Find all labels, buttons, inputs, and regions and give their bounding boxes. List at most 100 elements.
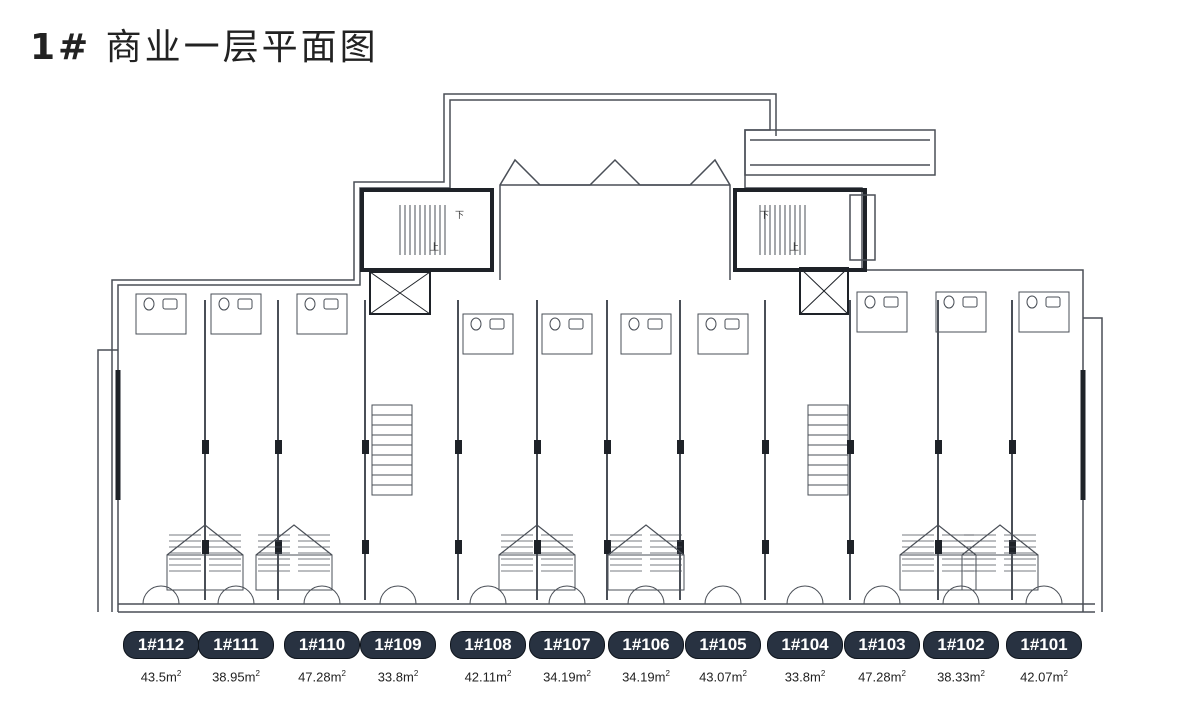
unit-id-badge: 1#103	[844, 631, 920, 659]
sink-icon	[162, 298, 178, 310]
toilet-icon	[705, 317, 717, 331]
door-swing	[142, 585, 162, 605]
unit-area: 43.5m2	[121, 669, 201, 684]
right-core-down-label: 下	[760, 211, 769, 221]
unit-area-superscript: 2	[176, 669, 182, 678]
central-lobby	[499, 158, 731, 280]
toilet-room	[462, 313, 514, 355]
structural-column	[762, 540, 769, 554]
unit-area-superscript: 2	[665, 669, 670, 678]
unit-area-superscript: 2	[341, 669, 346, 678]
structural-column	[455, 540, 462, 554]
door-swing	[566, 585, 586, 605]
door-swing	[645, 585, 665, 605]
unit-area: 42.11m2	[448, 669, 528, 684]
structural-column	[1009, 440, 1016, 454]
left-core-up-label: 上	[430, 242, 439, 253]
unit-id-badge: 1#109	[360, 631, 436, 659]
unit-area: 34.19m2	[527, 669, 607, 684]
unit-area: 43.07m2	[683, 669, 763, 684]
unit-area: 42.07m2	[1004, 669, 1084, 684]
structural-column	[847, 540, 854, 554]
door-swing	[960, 585, 980, 605]
door-swing	[469, 585, 489, 605]
door-swing	[627, 585, 647, 605]
structural-column	[534, 440, 541, 454]
door-swing	[722, 585, 742, 605]
door-swing	[321, 585, 341, 605]
unit-id-badge: 1#105	[685, 631, 761, 659]
door-swing	[397, 585, 417, 605]
stair-outline	[607, 524, 685, 556]
toilet-room	[296, 293, 348, 335]
sink-icon	[237, 298, 253, 310]
door-swing	[303, 585, 323, 605]
unit-area: 33.8m2	[765, 669, 845, 684]
stair-landing	[607, 554, 685, 591]
stair-core-left	[360, 188, 494, 315]
right-core-up-label: 上	[790, 242, 799, 253]
unit-area: 38.95m2	[196, 669, 276, 684]
unit-id-badge: 1#104	[767, 631, 843, 659]
unit-area-superscript: 2	[901, 669, 906, 678]
unit-layer	[115, 291, 1086, 605]
toilet-icon	[218, 297, 230, 311]
door-swing	[942, 585, 962, 605]
unit-id-badge: 1#102	[923, 631, 999, 659]
structural-column	[202, 540, 209, 554]
unit-104-stair	[807, 404, 849, 496]
unit-area-superscript: 2	[413, 669, 419, 678]
unit-id-badge: 1#110	[284, 631, 360, 659]
unit-label: 1#111 38.95m2	[196, 631, 276, 684]
toilet-room	[1018, 291, 1070, 333]
left-core-down-label: 下	[455, 211, 464, 221]
stair-outline	[961, 524, 1039, 556]
structural-column	[847, 440, 854, 454]
toilet-icon	[864, 295, 876, 309]
structural-column	[935, 440, 942, 454]
toilet-room	[620, 313, 672, 355]
sink-icon	[883, 296, 899, 308]
unit-area-superscript: 2	[1063, 669, 1068, 678]
unit-label: 1#112 43.5m2	[121, 631, 201, 684]
unit-area-superscript: 2	[506, 669, 512, 678]
unit-label: 1#104 33.8m2	[765, 631, 845, 684]
unit-area-value: 33.8m	[784, 669, 821, 685]
door-swing	[160, 585, 180, 605]
unit-id-badge: 1#111	[198, 631, 274, 659]
door-swing	[379, 585, 399, 605]
unit-area-superscript: 2	[255, 669, 260, 678]
unit-area-superscript: 2	[980, 669, 985, 678]
toilet-room	[210, 293, 262, 335]
toilet-room	[135, 293, 187, 335]
door-swing	[217, 585, 237, 605]
door-swing	[863, 585, 883, 605]
stair-landing	[498, 554, 576, 591]
unit-area-value: 34.19m	[622, 669, 666, 685]
structural-column	[677, 440, 684, 454]
unit-id-badge: 1#101	[1006, 631, 1082, 659]
title-number: 1#	[30, 27, 92, 68]
unit-area-value: 42.11m	[464, 669, 507, 685]
unit-area-value: 38.95m	[212, 669, 256, 685]
door-swing	[487, 585, 507, 605]
stair-core-right	[733, 188, 876, 315]
unit-area: 47.28m2	[282, 669, 362, 684]
structural-column	[935, 540, 942, 554]
door-swing	[548, 585, 568, 605]
unit-area-value: 38.33m	[937, 669, 981, 685]
structural-column	[534, 540, 541, 554]
structural-column	[604, 440, 611, 454]
sink-icon	[724, 318, 740, 330]
unit-109-stair	[371, 404, 413, 496]
door-swing	[704, 585, 724, 605]
structural-column	[275, 440, 282, 454]
unit-area-superscript: 2	[820, 669, 826, 678]
sink-icon	[489, 318, 505, 330]
unit-id-badge: 1#112	[123, 631, 199, 659]
stair-outline	[899, 524, 977, 556]
